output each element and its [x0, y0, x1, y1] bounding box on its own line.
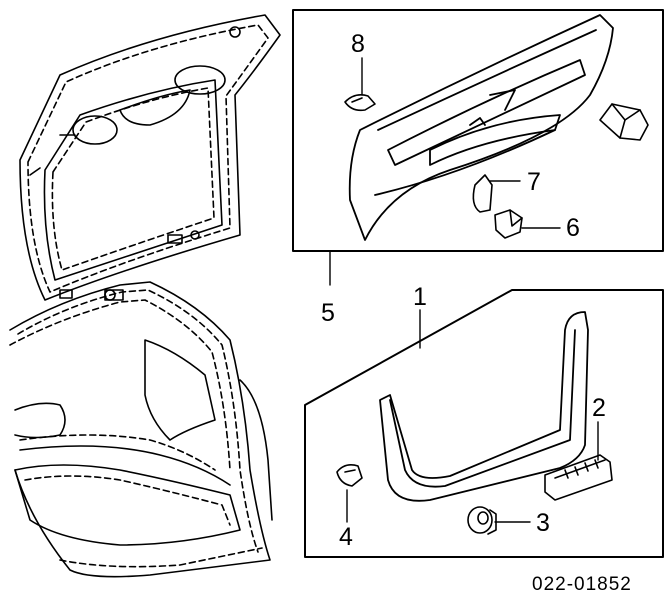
weatherstrip-part-1	[379, 311, 589, 502]
callout-4: 4	[339, 523, 353, 551]
plate-part-2	[544, 454, 613, 501]
clip-part-4	[336, 464, 363, 487]
callout-5: 5	[321, 299, 335, 327]
callout-7: 7	[527, 168, 541, 196]
clip-part-8	[344, 94, 376, 112]
part-group-1-box	[304, 289, 664, 558]
callout-3: 3	[536, 509, 550, 537]
leader-lines-upper	[329, 57, 561, 286]
leader-lines-lower	[346, 421, 599, 523]
upper-trim-panel	[348, 14, 614, 241]
clip-part-7	[472, 174, 493, 213]
fastener-part-upper-right	[599, 103, 649, 141]
fastener-part-6	[494, 209, 523, 239]
callout-6: 6	[566, 214, 580, 242]
callout-1: 1	[413, 283, 427, 311]
part-group-5-box	[292, 9, 664, 252]
callout-8: 8	[351, 30, 365, 58]
diagram-code: 022-01852	[532, 574, 632, 595]
vehicle-tailgate-illustration	[9, 14, 281, 578]
callout-2: 2	[592, 394, 606, 422]
clip-part-3	[467, 506, 497, 535]
